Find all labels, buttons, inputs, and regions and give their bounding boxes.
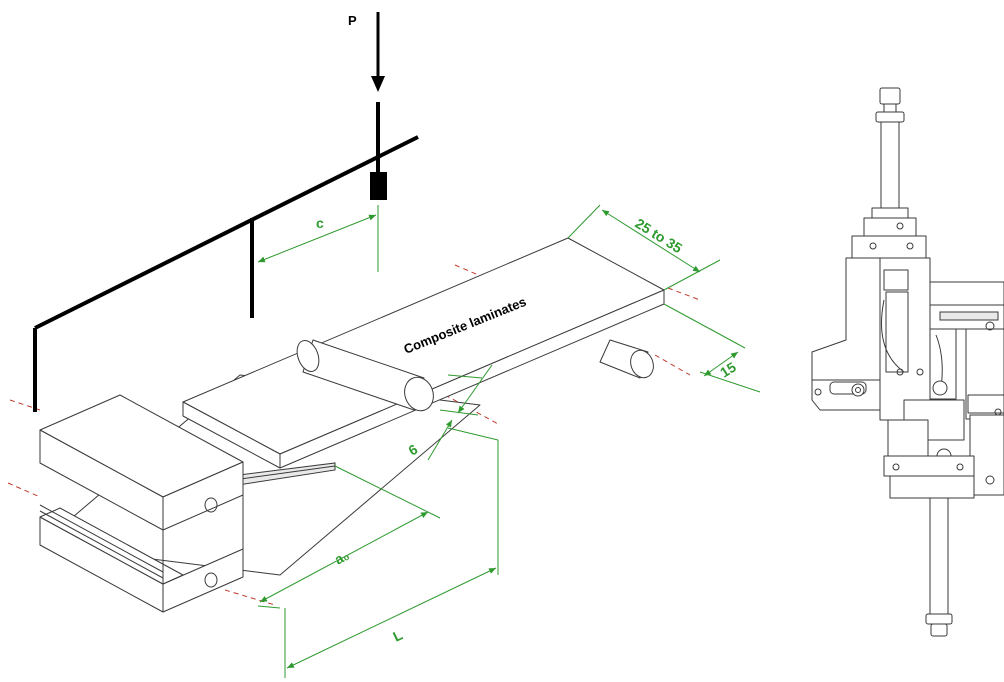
- dimension-overhang: [663, 303, 761, 393]
- dimension-roller: [427, 364, 493, 461]
- mmb-fixture-drawing: [811, 87, 1004, 637]
- dimension-c: [257, 205, 379, 272]
- loading-roller: [296, 339, 434, 412]
- a0-label: a₀: [332, 547, 352, 568]
- support-roller: [599, 339, 654, 379]
- overhang-label: 15: [717, 359, 739, 381]
- load-arrow: [371, 12, 385, 92]
- span-label: L: [390, 626, 405, 644]
- clamp-block-lower: [39, 495, 244, 613]
- dimension-width: [567, 204, 721, 291]
- dimension-L: [284, 427, 499, 678]
- load-label: P: [348, 13, 357, 28]
- width-label: 25 to 35: [632, 215, 685, 256]
- dim-c-label: c: [316, 215, 324, 231]
- laminate-specimen: [182, 237, 665, 469]
- loading-lever: [33, 102, 419, 412]
- mmb-schematic: P c 25 to 35 15 6 Composit: [7, 12, 761, 678]
